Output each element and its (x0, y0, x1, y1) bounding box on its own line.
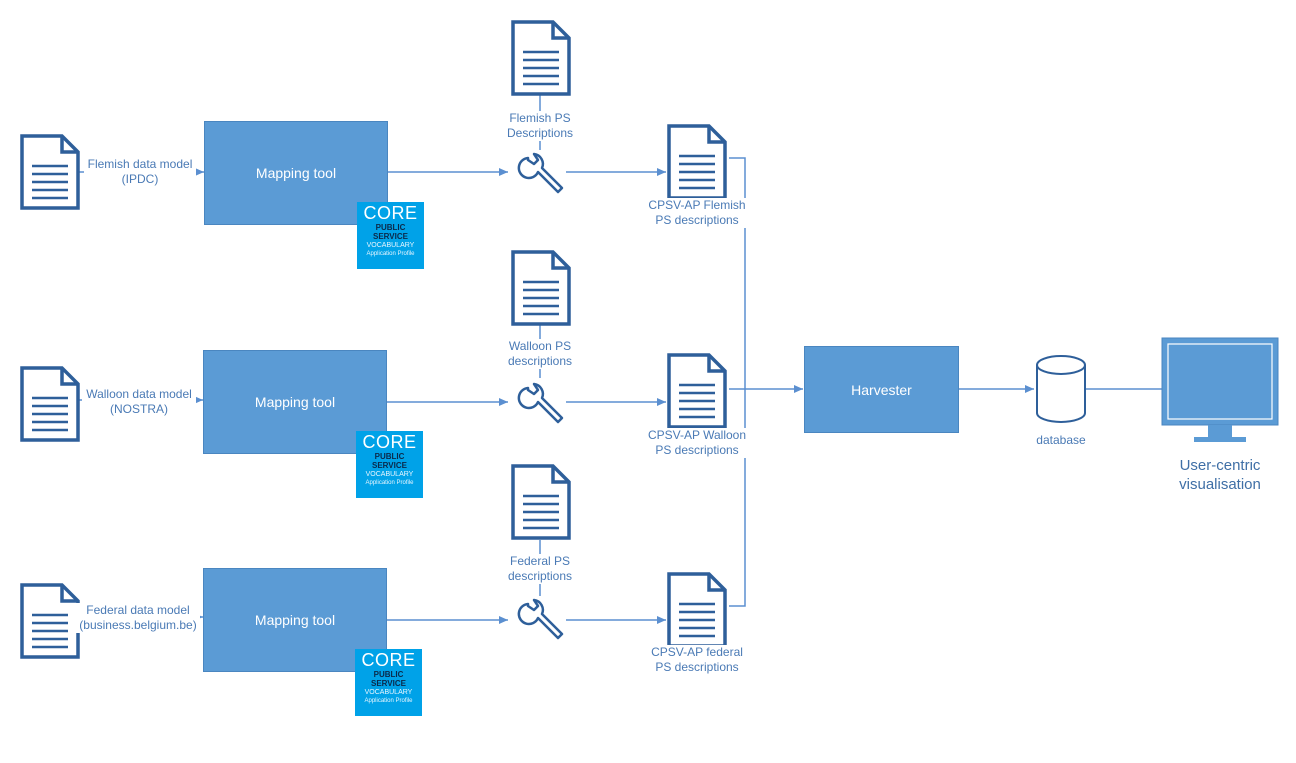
core-vocabulary-badge: CORE PUBLIC SERVICE VOCABULARY Applicati… (355, 649, 422, 716)
harvester-box: Harvester (804, 346, 959, 433)
walloon-model-document-icon (20, 366, 80, 442)
core-badge-vocabulary: VOCABULARY (365, 471, 414, 478)
flemish-model-document-icon (20, 134, 80, 210)
cpsv-federal-document-icon (667, 572, 727, 648)
core-badge-service: SERVICE (373, 232, 408, 241)
walloon-data-model-label: Walloon data model(NOSTRA) (82, 387, 196, 417)
federal-model-document-icon (20, 583, 80, 659)
core-badge-public: PUBLIC (375, 223, 406, 232)
core-badge-service: SERVICE (371, 679, 406, 688)
cpsv-walloon-document-icon (667, 353, 727, 429)
flemish-data-model-label: Flemish data model(IPDC) (84, 157, 196, 187)
walloon-wrench-icon (517, 382, 564, 424)
connector-lines (72, 92, 1162, 624)
walloon-ps-document-icon (511, 250, 571, 326)
harvester-label: Harvester (851, 381, 912, 398)
monitor-icon (1161, 337, 1279, 442)
core-badge-profile: Application Profile (366, 251, 415, 257)
federal-wrench-icon (517, 598, 564, 640)
core-badge-vocabulary: VOCABULARY (364, 689, 413, 696)
mapping-tool-label: Mapping tool (254, 394, 336, 410)
database-icon (1036, 355, 1086, 423)
federal-data-model-label: Federal data model(business.belgium.be) (76, 603, 200, 633)
mapping-tool-label: Mapping tool (254, 612, 336, 628)
core-badge-title: CORE (361, 650, 416, 670)
core-badge-public: PUBLIC (374, 452, 405, 461)
database-label: database (1036, 433, 1086, 447)
core-vocabulary-badge: CORE PUBLIC SERVICE VOCABULARY Applicati… (357, 202, 424, 269)
core-badge-profile: Application Profile (364, 698, 413, 704)
core-vocabulary-badge: CORE PUBLIC SERVICE VOCABULARY Applicati… (356, 431, 423, 498)
core-badge-profile: Application Profile (365, 480, 414, 486)
mapping-tool-box-federal: Mapping tool (203, 568, 387, 672)
core-badge-title: CORE (363, 203, 418, 223)
core-badge-vocabulary: VOCABULARY (366, 242, 415, 249)
core-badge-public: PUBLIC (373, 670, 404, 679)
flemish-wrench-icon (517, 152, 564, 194)
core-badge-service: SERVICE (372, 461, 407, 470)
core-badge-title: CORE (362, 432, 417, 452)
federal-ps-document-icon (511, 464, 571, 540)
cpsv-flemish-document-icon (667, 124, 727, 200)
mapping-tool-label: Mapping tool (255, 165, 337, 181)
flemish-ps-document-icon (511, 20, 571, 96)
